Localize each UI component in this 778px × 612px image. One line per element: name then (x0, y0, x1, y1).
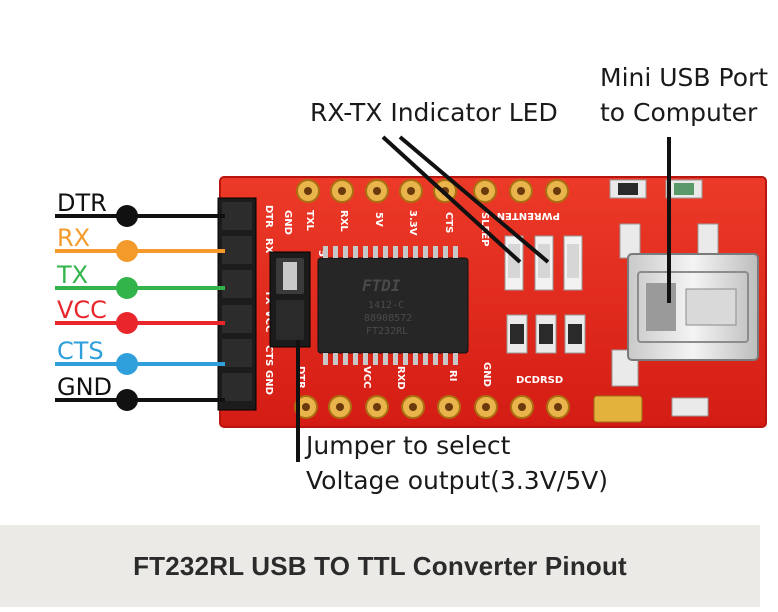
ft232rl-chip: FTDI 1412-C 88908572 FT232RL (317, 246, 469, 365)
pin-dtr-label: DTR (57, 189, 107, 217)
top-silk-5v: 5V (373, 212, 384, 227)
header-silk-rx: RX (263, 238, 274, 254)
chip-line-4: FT232RL (366, 326, 408, 337)
bottom-silk-rxd: RXD (395, 366, 406, 390)
led-callout: RX-TX Indicator LED (310, 98, 558, 127)
pin-cts: CTS (55, 337, 225, 375)
voltage-jumper (269, 251, 311, 348)
bottom-silk-dcdrsd: DCDRSD (516, 375, 563, 386)
top-silk-pwrenten: PWRENTEN (497, 210, 560, 221)
header-silk-vcc: VCC (263, 310, 274, 332)
top-silk-txl: TXL (304, 210, 315, 232)
callout-lines (296, 135, 671, 462)
bottom-pad-row (294, 395, 570, 419)
bottom-silk-gnd: GND (481, 362, 492, 387)
pin-cts-dot (116, 353, 138, 375)
header-silk-tx: TX (263, 290, 274, 305)
pinout-diagram: DTR RX TX VCC CTS GND 5V FTDI 1412-C 889… (55, 63, 768, 495)
pin-tx-label: TX (56, 261, 88, 289)
top-silk-33v: 3.3V (407, 210, 418, 236)
pin-gnd-dot (116, 389, 138, 411)
pin-vcc-label: VCC (57, 296, 107, 324)
jumper-callout-line-2: Voltage output(3.3V/5V) (306, 466, 608, 495)
pin-dtr-dot (116, 205, 138, 227)
jumper-callout-line-1: Jumper to select (304, 431, 511, 460)
header-silk-gnd: GND (263, 370, 274, 395)
pin-vcc: VCC (55, 296, 225, 334)
usb-callout-line-1: Mini USB Port (600, 63, 768, 92)
bottom-silk-ri: RI (447, 370, 458, 381)
pin-legend: DTR RX TX VCC CTS GND (55, 189, 225, 411)
mini-usb-port (627, 253, 759, 361)
pin-vcc-dot (116, 312, 138, 334)
pin-rx-label: RX (57, 224, 90, 252)
top-silk-gnd: GND (282, 210, 293, 235)
pin-dtr: DTR (55, 189, 225, 227)
indicator-leds (504, 235, 583, 291)
bottom-silk-dtr: DTR (295, 366, 306, 389)
chip-line-2: 1412-C (368, 300, 404, 311)
pin-rx-dot (116, 240, 138, 262)
pin-gnd-label: GND (57, 373, 112, 401)
pin-rx: RX (55, 224, 225, 262)
caption-bar: FT232RL USB TO TTL Converter Pinout (0, 525, 760, 607)
pin-gnd: GND (55, 373, 225, 411)
top-silk-cts: CTS (443, 212, 454, 233)
caption-title: FT232RL USB TO TTL Converter Pinout (133, 550, 627, 581)
chip-logo: FTDI (362, 276, 401, 295)
jumper-silk-5v: 5V (316, 250, 327, 265)
chip-line-3: 88908572 (364, 313, 412, 324)
pin-cts-label: CTS (57, 337, 104, 365)
bottom-silk-vcc: VCC (361, 366, 372, 388)
header-silkscreen: DTR RX TX VCC CTS GND (263, 205, 274, 395)
header-silk-cts: CTS (263, 345, 274, 366)
smd-resistors (506, 179, 719, 423)
pin-tx-dot (116, 277, 138, 299)
pin-tx: TX (55, 261, 225, 299)
usb-callout-line-2: to Computer (600, 98, 758, 127)
top-silk-rxl: RXL (338, 210, 349, 232)
bottom-silkscreen: DTR VCC RXD RI GND DCDRSD (295, 362, 563, 390)
pin-header (217, 197, 257, 411)
header-silk-dtr: DTR (263, 205, 274, 228)
